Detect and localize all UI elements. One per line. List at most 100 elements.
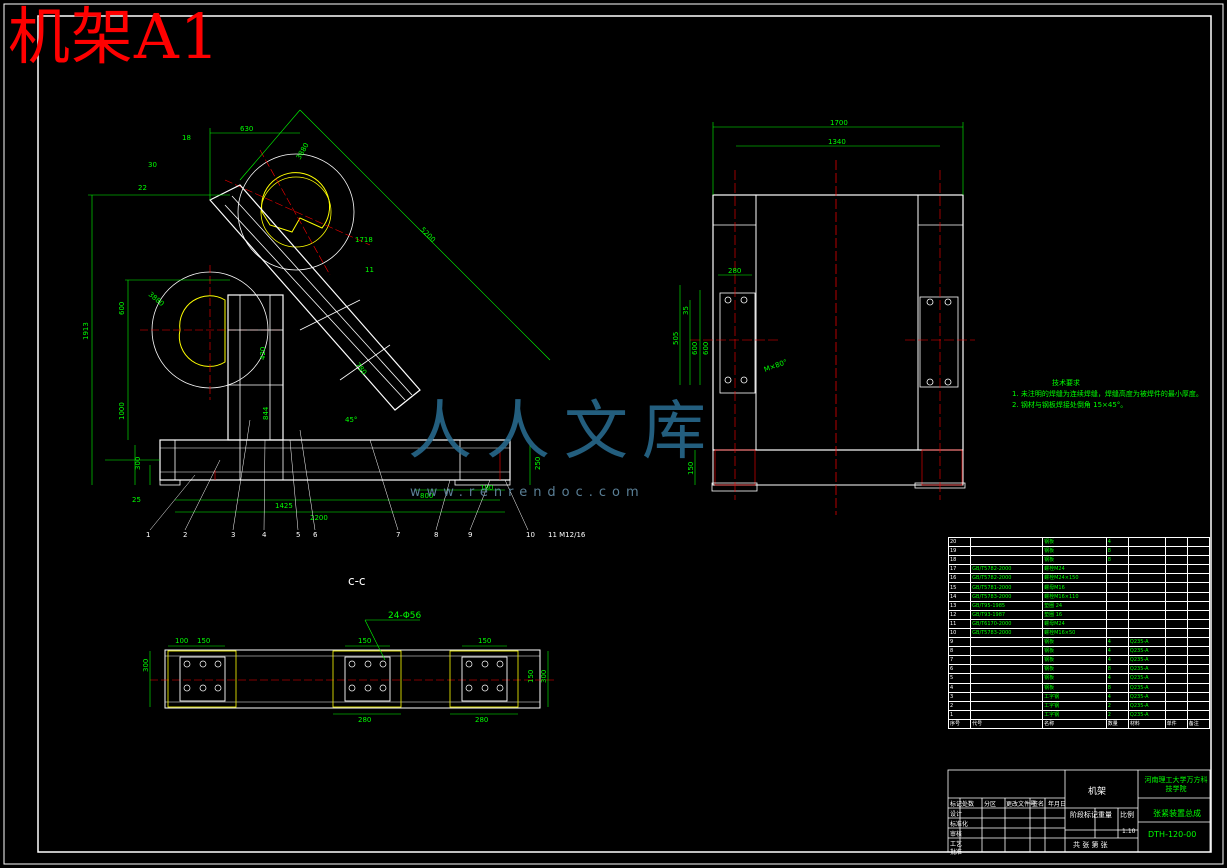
bom-cell-empty [1186,582,1211,593]
bom-cell-mat [1127,627,1166,639]
bom-cell-code: GB/T5783-2000 [970,591,1044,602]
bom-header-code: 代号 [970,718,1044,729]
title-block-field: 分区 [984,801,997,808]
bom-cell-code: GB/T5782-2000 [970,564,1044,575]
bom-cell-no: 16 [947,573,972,584]
bom-cell-code [970,700,1044,711]
bom-cell-code [970,655,1044,666]
bom-cell-code: GB/T6170-2000 [970,618,1044,629]
bom-cell-no: 2 [947,700,972,711]
bom-cell-code [970,555,1044,566]
svg-text:2: 2 [183,531,187,539]
bom-cell-name: 钢板 [1042,664,1107,675]
scale-value: 1:10 [1122,828,1136,835]
side-view: 1913 600 1000 300 630 1425 2200 800 180 … [82,109,586,539]
bom-cell-qty: 4 [1105,691,1129,702]
bom-cell-name: 钢板 [1042,546,1107,557]
bom-cell-mat [1127,609,1166,620]
dim-text: 11 [365,266,374,274]
bom-cell-mat: Q235-A [1127,709,1166,720]
svg-text:7: 7 [396,531,400,539]
bom-cell-qty: 4 [1105,646,1129,657]
svg-text:3: 3 [231,531,235,539]
dim-text: 30 [148,161,157,169]
bom-cell-empty [1186,691,1211,702]
bom-cell-no: 14 [947,591,972,602]
dim-text: 150 [358,637,371,645]
bom-cell-name: 工字钢 [1042,691,1107,702]
bom-cell-empty [1186,700,1211,711]
bom-cell-mat [1127,555,1166,566]
bom-cell-name: 螺栓M16×50 [1042,627,1107,639]
bom-cell-name: 钢板 [1042,637,1107,648]
bom-cell-name: 螺母M16 [1042,582,1107,593]
bom-cell-qty: 8 [1105,682,1129,693]
dim-text: 45° [345,416,357,424]
bom-cell-mat: Q235-A [1127,691,1166,702]
sheets-label: 共 张 第 张 [1073,841,1108,849]
bom-cell-empty [1164,555,1188,566]
bom-cell-mat: Q235-A [1127,673,1166,684]
bom-cell-empty [1164,600,1188,611]
bom-cell-name: 钢板 [1042,536,1107,548]
bom-cell-empty [1186,573,1211,584]
bom-cell-name: 螺栓M24 [1042,564,1107,575]
section-view: 100 150 150 150 24-Φ56 300 280 280 150 3… [142,611,555,724]
bom-cell-code [970,682,1044,693]
bom-cell-no: 11 [947,618,972,629]
dim-text: 300 [540,670,548,683]
bom-cell-no: 1 [947,709,972,720]
bom-header-mat: 材料 [1127,718,1166,729]
title-block-field: 标准化 [950,821,969,828]
dim-text: 1700 [830,119,848,127]
bom-cell-no: 9 [947,637,972,648]
outer-border [3,3,1224,865]
tech-line: 2. 钢材与钢板焊接处倒角 15×45°。 [1012,401,1128,409]
bom-cell-code: GB/T5783-2000 [970,627,1044,639]
tech-line: 1. 未注明的焊缝为连续焊缝，焊缝高度为被焊件的最小厚度。 [1012,390,1203,398]
bom-header-name: 名称 [1042,718,1107,729]
dim-text: 280 [728,267,741,275]
bom-cell-mat [1127,546,1166,557]
dim-text: 1425 [275,502,293,510]
bom-header-row: 序号 代号 名称 数量 材料 单件 备注 [947,718,1211,729]
dim-text: 35 [682,306,690,315]
bom-cell-code [970,646,1044,657]
bom-cell-qty: 4 [1105,655,1129,666]
bom-cell-code: GB/T95-1985 [970,600,1044,611]
bom-cell-empty [1186,637,1211,648]
watermark-url: www.renrendoc.com [410,485,645,500]
bom-header-unit-weight: 单件 [1164,718,1188,729]
bom-cell-no: 18 [947,555,972,566]
dim-text: 300 [142,659,150,672]
bom-cell-empty [1164,664,1188,675]
dim-text: 22 [138,184,147,192]
stage-label: 阶段标记 [1070,811,1098,819]
bom-cell-name: 螺母M24 [1042,618,1107,629]
bom-cell-qty [1105,582,1129,593]
svg-text:11 M12/16: 11 M12/16 [548,531,586,539]
bom-cell-empty [1164,582,1188,593]
bom-cell-no: 13 [947,600,972,611]
dim-text: 24-Φ56 [388,611,422,621]
bom-cell-empty [1164,618,1188,629]
bom-cell-empty [1164,700,1188,711]
title-block: 河南理工大学万方科技学院 机架 张紧装置总成 DTH-120-00 阶段标记 重… [948,770,1210,856]
bom-cell-no: 19 [947,546,972,557]
bom-cell-name: 垫圈 16 [1042,609,1107,620]
bom-cell-no: 10 [947,627,972,639]
dim-text: 300 [134,457,142,470]
dim-text: 3880 [295,142,311,161]
bom-cell-empty [1186,536,1211,548]
dim-text: 3880 [147,290,166,308]
